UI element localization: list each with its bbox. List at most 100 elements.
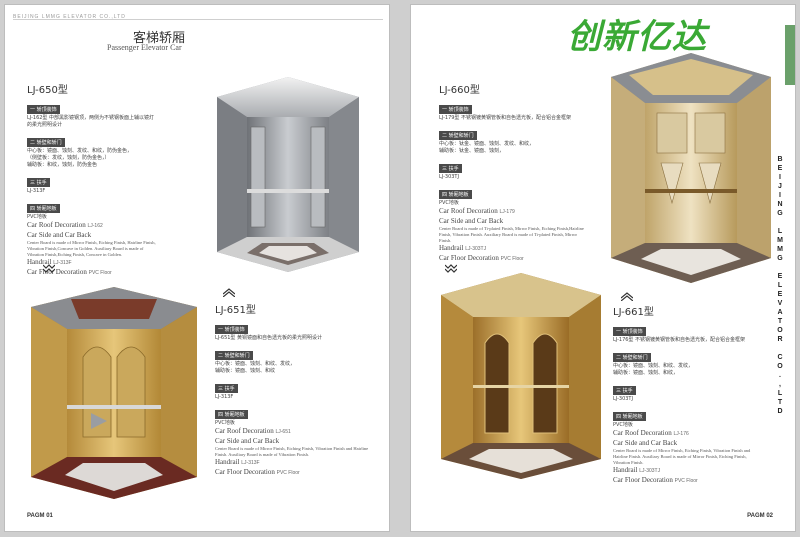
wall-text: 辅助板：镜面、蚀刻、和纹， [613,370,679,376]
vertical-brand-letter [775,218,785,227]
vertical-brand-letter: O [777,327,783,334]
model-lj650-spec: LJ-650型 一 轿顶装饰 LJ-162型 中部黑影镜钢顶，两侧为不锈钢板面上… [27,81,157,278]
diamond-marker-icon [43,264,55,273]
en-floor-heading: Car Floor Decoration PVC Floor [215,468,300,476]
vertical-brand-letter: . [779,372,781,379]
vertical-brand-letter: L [777,282,783,289]
roof-text: LJ-162型 中部黑影镜钢顶，两侧为不锈钢板面上辅以镜灯的柔光照明设计 [27,115,155,128]
floor-text: PVC地板 [439,200,459,206]
en-side-heading: Car Side and Car Back [215,437,280,445]
en-floor-heading: Car Floor Decoration PVC Floor [613,476,698,484]
roof-text: LJ-179型 不锈钢镀黄钢管板和自色透光板，配合铝合金框架 [439,115,572,121]
spec-tag: 二 轿壁和轿门 [27,138,65,147]
handrail-code: LJ-313F [27,188,46,194]
vertical-brand-letter: V [777,300,783,307]
en-description: Center Board is made of Mirror Finish, E… [215,446,369,457]
vertical-brand-letter: N [777,201,783,208]
wall-text: 辅助板：和纹，蚀刻，防伪金色 [27,162,98,168]
chevron-marker-icon [223,288,235,297]
model-title: LJ-650型 [27,85,68,96]
en-side-heading: Car Side and Car Back [613,439,678,447]
floor-text: PVC地板 [27,214,47,220]
vertical-brand-letter: , [779,381,781,388]
spec-tag: 三 扶手 [215,384,238,393]
wall-text: 中心板：钛金、镜面、蚀刻、发纹、和纹， [439,141,535,147]
chevron-marker-icon [621,292,633,301]
lj650-car-image [217,77,359,272]
section-title-en: Passenger Elevator Car [107,43,182,52]
spec-tag: 一 轿顶装饰 [27,105,60,114]
en-floor-heading: Car Floor Decoration PVC Floor [27,268,112,276]
header-rule [13,19,383,20]
vertical-brand-letter: G [777,255,783,262]
en-description: Center Board is made of Ti-plated Finish… [439,226,584,243]
brand-logo: 创新亿达 [567,17,707,57]
en-roof-heading: Car Roof Decoration LJ-162 [27,221,103,229]
lj660-car-image [611,53,771,283]
page-edge-tab [785,25,795,85]
vertical-brand-letter: L [777,390,783,397]
spec-tag: 一 轿顶装饰 [215,325,248,334]
wall-text: 中心板：镜面、蚀刻、和纹、发纹， [215,361,296,367]
spec-tag: 二 轿壁和轿门 [439,131,477,140]
wall-text: 辅助板：镜面、蚀刻、和纹 [215,368,276,374]
floor-text: PVC地板 [613,422,633,428]
vertical-brand-letter: T [777,399,783,406]
en-description: Center Board is made of Mirror Finish, E… [27,240,156,257]
vertical-brand-letter: E [777,273,783,280]
model-lj661-spec: LJ-661型 一 轿顶装饰 LJ-176型 不锈钢镀黄钢管板和自色透光板，配合… [613,303,763,486]
right-page: 创新亿达 LJ-660型 一 轿顶装饰 LJ-179型 不锈钢镀黄钢管板和自色透… [410,4,796,532]
floor-text: PVC地板 [215,420,235,426]
en-roof-heading: Car Roof Decoration LJ-651 [215,427,291,435]
roof-text: LJ-176型 不锈钢镀黄钢管板和自色透光板，配合铝合金框架 [613,337,746,343]
model-title: LJ-661型 [613,307,654,318]
vertical-brand-letter [775,344,785,353]
spec-tag: 二 轿壁和轿门 [215,351,253,360]
vertical-brand-letter: T [777,318,783,325]
vertical-brand-letter: D [777,408,783,415]
spec-tag: 四 轿厢地板 [613,412,646,421]
vertical-brand-letter: M [777,237,783,244]
left-page-number: PAGM 01 [27,513,53,519]
en-side-heading: Car Side and Car Back [439,217,504,225]
en-handrail-heading: Handrail LJ-303TJ [613,466,661,474]
en-floor-heading: Car Floor Decoration PVC Floor [439,254,524,262]
right-page-number: PAGM 02 [747,513,773,519]
wall-text: 辅助板：钛金、镜面、蚀刻， [439,148,505,154]
vertical-brand-letter: I [779,174,781,181]
wall-text: 中心板：镜面、蚀刻、和纹、发纹， [613,363,694,369]
vertical-brand-letter: M [777,246,783,253]
spec-tag: 四 轿厢地板 [439,190,472,199]
en-handrail-heading: Handrail LJ-303TJ [439,244,487,252]
header-brand-line: BEIJING LMMG ELEVATOR CO.,LTD [13,14,126,20]
en-description: Center Board is made of Mirror Finish, E… [613,448,751,465]
section-title-cn: 客梯轿厢 [133,31,186,46]
handrail-code: LJ-313F [215,394,234,400]
en-handrail-heading: Handrail LJ-313F [27,258,72,266]
spec-tag: 三 扶手 [439,164,462,173]
vertical-brand-letter: C [777,354,783,361]
handrail-code: LJ-303TJ [439,174,459,180]
lj651-car-image [31,287,197,499]
model-lj651-spec: LJ-651型 一 轿顶装饰 LJ-651型 黄铜镜面和自色透光板的柔光照明设计… [215,301,375,478]
vertical-brand-letter: E [777,165,783,172]
model-title: LJ-651型 [215,305,256,316]
spec-tag: 二 轿壁和轿门 [613,353,651,362]
left-page: BEIJING LMMG ELEVATOR CO.,LTD 客梯轿厢 Passe… [4,4,390,532]
model-lj660-spec: LJ-660型 一 轿顶装饰 LJ-179型 不锈钢镀黄钢管板和自色透光板，配合… [439,81,589,264]
handrail-code: LJ-303TJ [613,396,633,402]
en-handrail-heading: Handrail LJ-313F [215,458,260,466]
spec-tag: 三 扶手 [27,178,50,187]
vertical-brand-letter: R [777,336,783,343]
vertical-brand-letter: L [777,228,783,235]
wall-text: （侧壁板：发纹，蚀刻，防伪金色，） [27,155,110,161]
lj661-car-image [441,273,601,479]
vertical-brand-letter: G [777,210,783,217]
spec-tag: 一 轿顶装饰 [439,105,472,114]
spec-tag: 四 轿厢地板 [215,410,248,419]
wall-text: 中心板：镜面、蚀刻、发纹、和纹，防伪金色， [27,148,133,154]
roof-text: LJ-651型 黄铜镜面和自色透光板的柔光照明设计 [215,335,323,341]
vertical-brand-letter: I [779,192,781,199]
